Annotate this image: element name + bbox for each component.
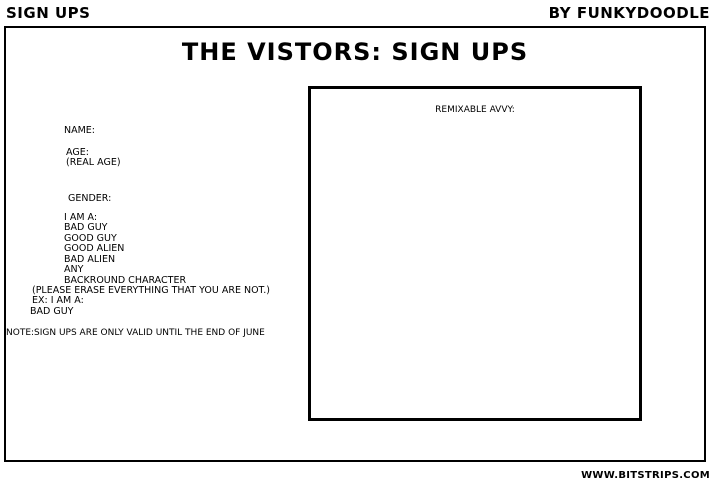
panel-title: THE VISTORS: SIGN UPS bbox=[181, 38, 529, 66]
example-label: EX: I AM A: bbox=[32, 295, 84, 306]
real-age-label: (REAL AGE) bbox=[66, 157, 121, 168]
deadline-note: NOTE:SIGN UPS ARE ONLY VALID UNTIL THE E… bbox=[6, 328, 265, 338]
strip-title: SIGN UPS bbox=[6, 4, 91, 22]
gender-field-label: GENDER: bbox=[68, 193, 112, 204]
erase-instruction: (PLEASE ERASE EVERYTHING THAT YOU ARE NO… bbox=[32, 285, 270, 296]
author-credit: BY FUNKYDOODLE bbox=[548, 4, 710, 22]
role-option: BAD GUY bbox=[64, 222, 108, 233]
avatar-frame: REMIXABLE AVVY: bbox=[308, 86, 642, 421]
role-option: GOOD GUY bbox=[64, 232, 117, 244]
example-value: BAD GUY bbox=[30, 306, 74, 317]
role-label: I AM A: bbox=[64, 212, 98, 223]
role-option: ANY bbox=[64, 264, 84, 275]
name-field-label: NAME: bbox=[64, 125, 96, 136]
site-watermark: WWW.BITSTRIPS.COM bbox=[581, 470, 710, 481]
comic-panel: THE VISTORS: SIGN UPS NAME: AGE: (REAL A… bbox=[4, 26, 706, 462]
age-field-label: AGE: bbox=[66, 147, 89, 158]
role-option: GOOD ALIEN bbox=[64, 243, 125, 254]
role-option: BAD ALIEN bbox=[64, 253, 116, 265]
avatar-label: REMIXABLE AVVY: bbox=[435, 105, 515, 115]
role-option: BACKROUND CHARACTER bbox=[64, 274, 187, 286]
